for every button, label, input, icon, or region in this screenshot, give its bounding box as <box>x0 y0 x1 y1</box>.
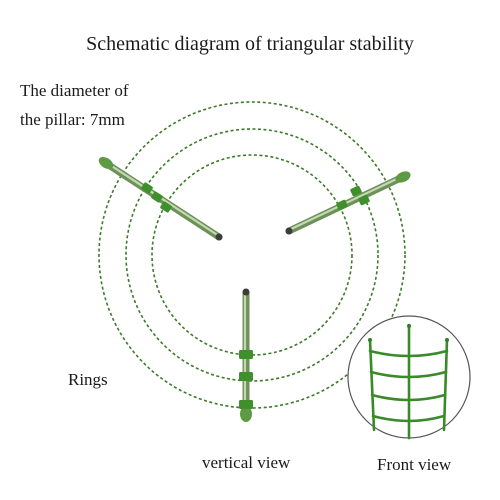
ring-clip <box>151 191 163 203</box>
ring-clip <box>239 372 253 381</box>
pillar-upper-right <box>285 171 411 235</box>
outer-ring <box>98 101 406 409</box>
pillar-diameter-label-line2: the pillar: 7mm <box>20 110 125 129</box>
front-view-label: Front view <box>377 455 452 474</box>
vertical-view-label: vertical view <box>202 453 291 472</box>
ring-clip <box>358 194 370 206</box>
inner-ring <box>151 154 353 356</box>
ring-clip <box>239 400 253 409</box>
middle-ring <box>125 128 379 382</box>
diagram-title: Schematic diagram of triangular stabilit… <box>86 33 414 55</box>
front-view-trellis <box>368 323 449 440</box>
rings-label: Rings <box>68 370 108 389</box>
front-view-inset <box>347 315 471 440</box>
pillar-diameter-label-line1: The diameter of <box>20 81 129 100</box>
ring-clip <box>141 182 153 194</box>
ring-clip <box>350 185 362 197</box>
ring-clip <box>336 199 348 211</box>
ring-clip <box>239 350 253 359</box>
ring-clip <box>160 201 172 213</box>
pillar-bottom <box>239 288 253 422</box>
pillar-upper-left <box>98 156 223 241</box>
